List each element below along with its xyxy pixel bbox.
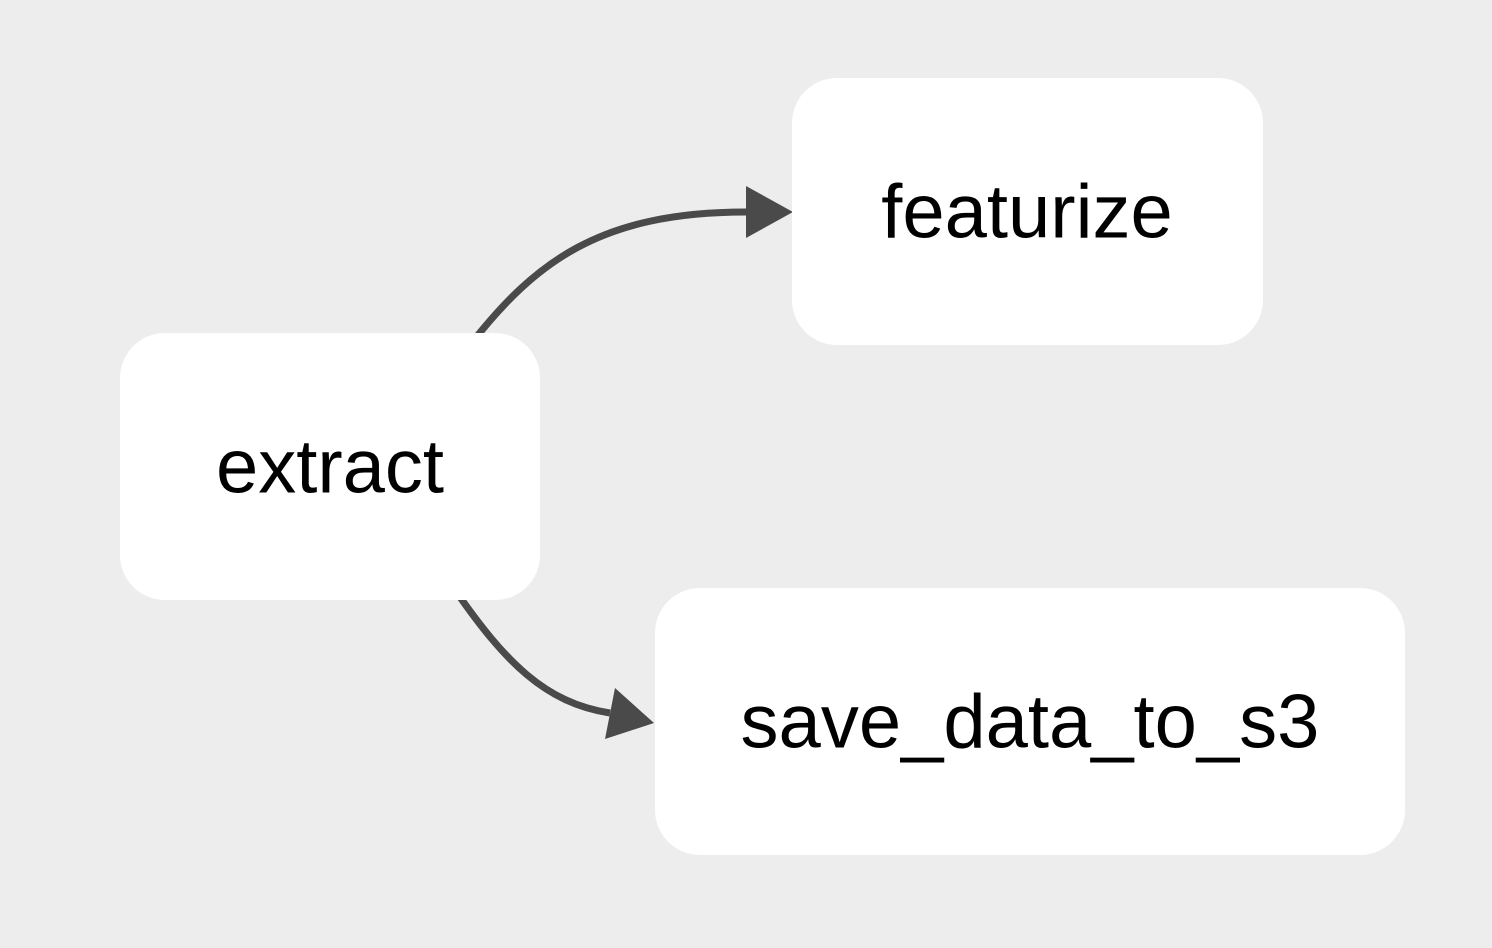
node-save-data-to-s3-box[interactable] bbox=[655, 588, 1405, 855]
node-featurize-box[interactable] bbox=[792, 78, 1263, 345]
node-save-data-to-s3[interactable]: save_data_to_s3 bbox=[655, 588, 1405, 855]
edge-extract-featurize bbox=[467, 186, 793, 348]
edge-extract-save-data-to-s3-line bbox=[452, 588, 611, 717]
node-save-data-to-s3-label: save_data_to_s3 bbox=[741, 680, 1320, 765]
node-extract-box[interactable] bbox=[120, 333, 540, 600]
node-extract-label: extract bbox=[216, 425, 444, 510]
node-featurize[interactable]: featurize bbox=[792, 78, 1263, 345]
edge-extract-featurize-line bbox=[467, 208, 747, 348]
node-extract[interactable]: extract bbox=[120, 333, 540, 600]
edge-extract-featurize-arrowhead-icon bbox=[746, 186, 793, 238]
edge-extract-save-data-to-s3-arrowhead-icon bbox=[605, 688, 654, 739]
edge-extract-save-data-to-s3 bbox=[452, 588, 654, 739]
node-featurize-label: featurize bbox=[881, 170, 1173, 255]
